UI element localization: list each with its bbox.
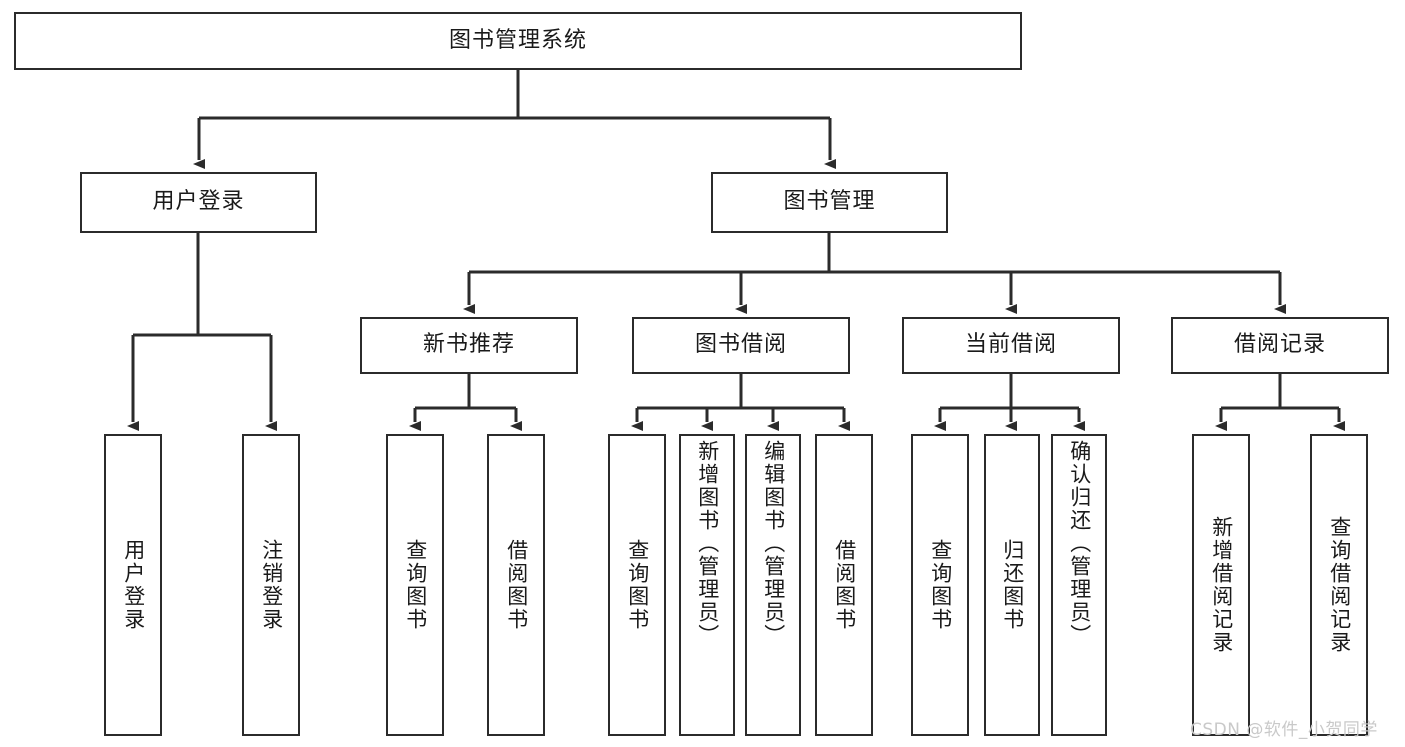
leaf-query-book-rec[interactable]: 查询图书	[386, 434, 444, 736]
node-current-borrow[interactable]: 当前借阅	[902, 317, 1120, 374]
leaf-add-book-label: 新增图书（管理员）	[695, 440, 720, 647]
leaf-query-book-cur-label: 查询图书	[928, 539, 953, 631]
leaf-add-book[interactable]: 新增图书（管理员）	[679, 434, 735, 736]
leaf-add-borrow-record-label: 新增借阅记录	[1209, 516, 1234, 654]
csdn-watermark: CSDN @软件_小贺同学	[1190, 720, 1378, 740]
node-borrow-record[interactable]: 借阅记录	[1171, 317, 1389, 374]
node-new-book-recommend-label: 新书推荐	[422, 332, 515, 358]
leaf-edit-book-label: 编辑图书（管理员）	[761, 440, 786, 647]
leaf-borrow-book-rec-label: 借阅图书	[504, 539, 529, 631]
leaf-borrow-book-label: 借阅图书	[832, 539, 857, 631]
node-book-management[interactable]: 图书管理	[711, 172, 948, 233]
node-book-borrow[interactable]: 图书借阅	[632, 317, 850, 374]
leaf-return-book-label: 归还图书	[1000, 539, 1025, 631]
leaf-query-book-borrow-label: 查询图书	[625, 539, 650, 631]
leaf-edit-book[interactable]: 编辑图书（管理员）	[745, 434, 801, 736]
leaf-user-logout[interactable]: 注销登录	[242, 434, 300, 736]
node-book-borrow-label: 图书借阅	[694, 332, 787, 358]
leaf-query-borrow-record-label: 查询借阅记录	[1327, 516, 1352, 654]
leaf-user-login-label: 用户登录	[121, 539, 146, 631]
leaf-query-book-borrow[interactable]: 查询图书	[608, 434, 666, 736]
leaf-query-borrow-record[interactable]: 查询借阅记录	[1310, 434, 1368, 736]
node-user-login[interactable]: 用户登录	[80, 172, 317, 233]
node-root-label: 图书管理系统	[448, 27, 587, 53]
node-borrow-record-label: 借阅记录	[1233, 332, 1326, 358]
leaf-return-book[interactable]: 归还图书	[984, 434, 1040, 736]
node-root[interactable]: 图书管理系统	[14, 12, 1022, 70]
node-book-management-label: 图书管理	[783, 189, 876, 215]
node-current-borrow-label: 当前借阅	[964, 332, 1057, 358]
leaf-query-book-cur[interactable]: 查询图书	[911, 434, 969, 736]
leaf-confirm-return-label: 确认归还（管理员）	[1067, 440, 1092, 647]
leaf-confirm-return[interactable]: 确认归还（管理员）	[1051, 434, 1107, 736]
node-user-login-label: 用户登录	[152, 189, 245, 215]
leaf-user-login[interactable]: 用户登录	[104, 434, 162, 736]
leaf-borrow-book[interactable]: 借阅图书	[815, 434, 873, 736]
leaf-borrow-book-rec[interactable]: 借阅图书	[487, 434, 545, 736]
leaf-add-borrow-record[interactable]: 新增借阅记录	[1192, 434, 1250, 736]
node-new-book-recommend[interactable]: 新书推荐	[360, 317, 578, 374]
leaf-user-logout-label: 注销登录	[259, 539, 284, 631]
leaf-query-book-rec-label: 查询图书	[403, 539, 428, 631]
